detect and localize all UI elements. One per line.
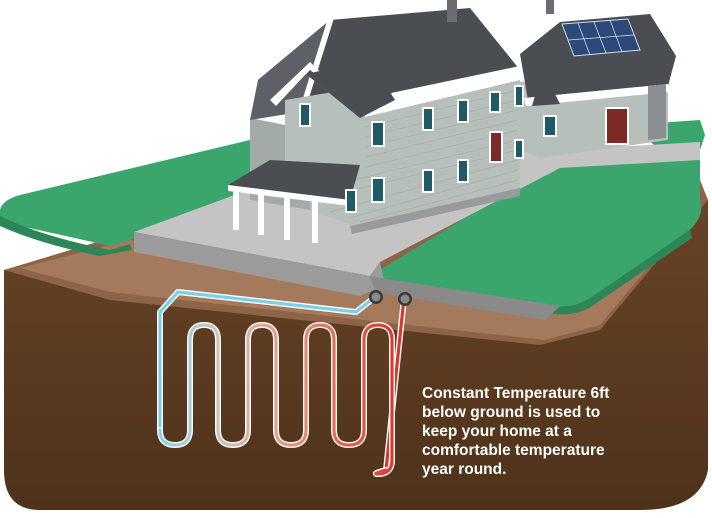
caption-line-2: below ground is used to — [422, 404, 601, 421]
lawn-right — [370, 150, 702, 307]
lawn-left — [0, 128, 330, 246]
caption-line-3: keep your home at a — [422, 423, 572, 440]
solar-panel — [561, 18, 641, 57]
caption-line-5: year round. — [422, 461, 507, 478]
ground-loop — [157, 322, 395, 477]
caption-line-1: Constant Temperature 6ft — [422, 385, 610, 402]
caption-line-4: comfortable temperature — [422, 442, 605, 459]
house — [228, 0, 676, 243]
caption-text: Constant Temperature 6ft below ground is… — [422, 384, 702, 479]
